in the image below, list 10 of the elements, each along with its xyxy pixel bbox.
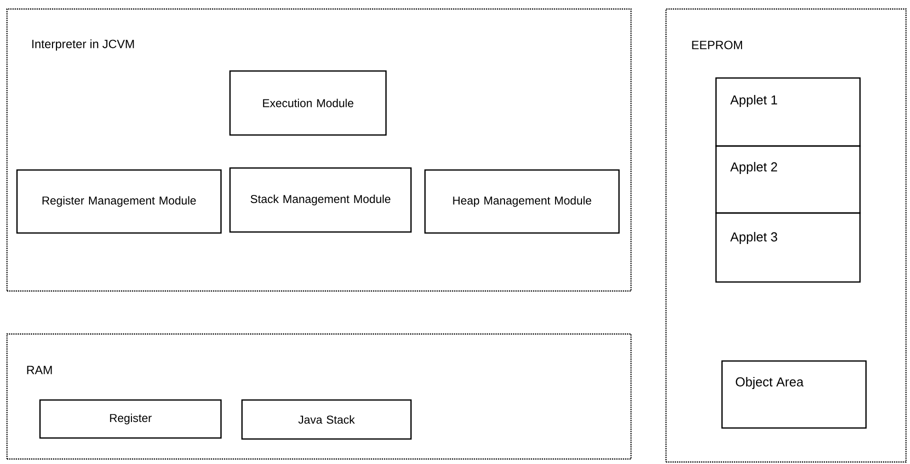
module-box: Stack Management Module [229, 167, 412, 233]
module-box: Register Management Module [16, 169, 222, 234]
module-box: Register [39, 399, 222, 439]
module-box: Applet 1 [715, 77, 861, 147]
module-box: Heap Management Module [424, 169, 620, 234]
module-box: Applet 2 [715, 145, 861, 214]
module-box: Object Area [721, 360, 867, 429]
module-box: Java Stack [241, 399, 412, 440]
module-box: Execution Module [229, 70, 387, 136]
module-box: Applet 3 [715, 212, 861, 283]
